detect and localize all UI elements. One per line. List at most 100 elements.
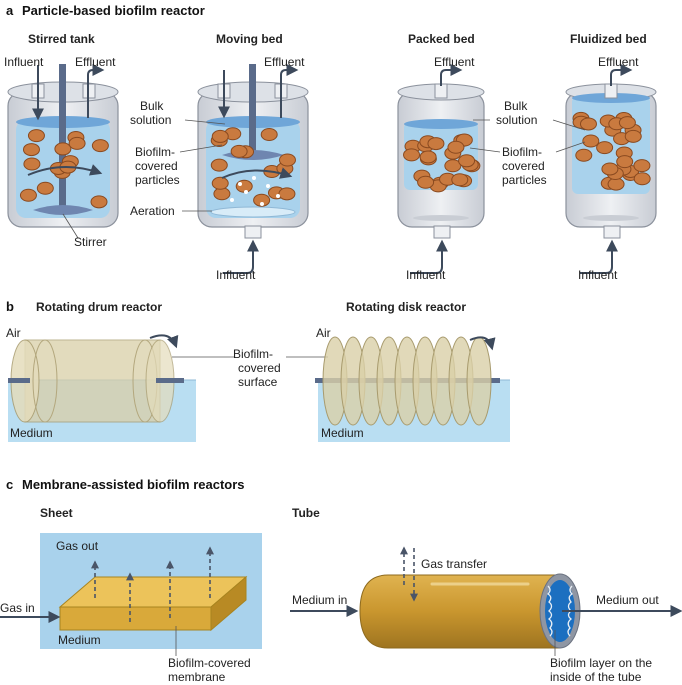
biofilm-particle — [253, 193, 271, 207]
disk-air-label: Air — [316, 326, 331, 340]
membrane-label-2: membrane — [168, 670, 226, 684]
fluidized-bulk-label-1: Bulk — [504, 99, 528, 113]
packed-bed-title: Packed bed — [408, 32, 475, 46]
drum-air-label: Air — [6, 326, 21, 340]
stirred-tank-reactor: Stirred tank Influent Effluent Stirrer — [4, 32, 119, 249]
biofilm-particle — [211, 176, 229, 190]
aeration-bubble — [230, 198, 234, 202]
biofilm-particle — [36, 181, 54, 195]
biofilm-particle — [27, 129, 45, 143]
surface-label-2: covered — [238, 361, 281, 375]
fluidized-effluent-label: Effluent — [598, 55, 639, 69]
moving-bed-reactor: Moving bed Effluent Influent Bulk soluti… — [130, 32, 309, 282]
biofilm-particle — [633, 172, 651, 186]
rotating-drum-reactor: Rotating drum reactor Air Medium — [6, 300, 196, 442]
fluidized-bed-reactor: Fluidized bed Effluent Influent Bulk sol… — [469, 32, 657, 282]
packed-bed-reactor: Packed bed Effluent Influent — [397, 32, 485, 282]
medium-in-label: Medium in — [292, 593, 347, 607]
biofilm-particle — [23, 157, 41, 171]
biofilm-particle — [633, 159, 651, 173]
biofilm-particle — [444, 159, 462, 173]
tube-title: Tube — [292, 506, 320, 520]
aeration-bubble — [238, 182, 242, 186]
section-letter-b: b — [6, 299, 14, 314]
biofilm-particle — [211, 129, 229, 143]
biofilm-particle — [579, 117, 597, 131]
stirred-influent-label: Influent — [4, 55, 44, 69]
biofilm-particle — [278, 153, 296, 167]
biofilm-particle — [451, 173, 469, 187]
biofilm-particle — [427, 137, 445, 151]
biofilm-particle — [22, 143, 40, 157]
biofilm-particle — [458, 154, 476, 168]
fluidized-bulk-label-2: solution — [496, 113, 537, 127]
rotating-disk-reactor: Rotating disk reactor Air Medium — [315, 300, 510, 442]
fluidized-particles-label-2: covered — [502, 159, 545, 173]
biofilm-particle — [575, 148, 593, 162]
fluidized-particles-label-1: Biofilm- — [502, 145, 542, 159]
packed-effluent-label: Effluent — [434, 55, 475, 69]
biofilm-particle — [90, 195, 108, 209]
biofilm-particle — [618, 116, 636, 130]
biofilm-particle — [447, 140, 465, 154]
moving-bed-title: Moving bed — [216, 32, 283, 46]
medium-out-label: Medium out — [596, 593, 659, 607]
biofilm-particle — [616, 155, 634, 169]
aeration-bubble — [260, 202, 264, 206]
moving-bulk-label-1: Bulk — [140, 99, 164, 113]
aeration-bubble — [244, 190, 248, 194]
aeration-label: Aeration — [130, 204, 175, 218]
drum-title: Rotating drum reactor — [36, 300, 162, 314]
biofilm-particle — [235, 179, 253, 193]
gas-out-label: Gas out — [56, 539, 99, 553]
biofilm-particle — [68, 136, 86, 150]
section-title-a: Particle-based biofilm reactor — [22, 3, 205, 18]
sheet-title: Sheet — [40, 506, 73, 520]
biofilm-particle — [230, 144, 248, 158]
gas-in-label: Gas in — [0, 601, 35, 615]
fluidized-bed-title: Fluidized bed — [570, 32, 647, 46]
section-letter-c: c — [6, 477, 13, 492]
moving-bulk-label-2: solution — [130, 113, 171, 127]
fluidized-influent-label: Influent — [578, 268, 618, 282]
biofilm-particle — [624, 129, 642, 143]
stirred-effluent-label: Effluent — [75, 55, 116, 69]
surface-label-1: Biofilm- — [233, 347, 273, 361]
aeration-bubble — [266, 184, 270, 188]
tube-reactor: Tube Gas transfer Medium in Medium out B… — [290, 506, 682, 684]
moving-particles-label-3: particles — [135, 173, 180, 187]
gas-transfer-label: Gas transfer — [421, 557, 487, 571]
disk-medium-label: Medium — [321, 426, 364, 440]
section-title-c: Membrane-assisted biofilm reactors — [22, 477, 245, 492]
aeration-bubble — [276, 194, 280, 198]
membrane-label-1: Biofilm-covered — [168, 656, 251, 670]
moving-particles-label-2: covered — [135, 159, 178, 173]
stirrer-label: Stirrer — [74, 235, 107, 249]
biofilm-particle — [601, 162, 619, 176]
biofilm-layer-label-2: inside of the tube — [550, 670, 642, 684]
biofilm-surface-callout: Biofilm- covered surface — [172, 347, 328, 389]
biofilm-particle — [91, 139, 109, 153]
biofilm-particle — [596, 141, 614, 155]
biofilm-layer-label-1: Biofilm layer on the — [550, 656, 652, 670]
biofilm-particle — [582, 134, 600, 148]
drum-medium-label: Medium — [10, 426, 53, 440]
sheet-medium-label: Medium — [58, 633, 101, 647]
moving-influent-label: Influent — [216, 268, 256, 282]
biofilm-particle — [419, 150, 437, 164]
stirred-tank-title: Stirred tank — [28, 32, 95, 46]
biofilm-particle — [403, 148, 421, 162]
sheet-reactor: Sheet Gas out Gas in Medium Biofilm-cove… — [0, 506, 262, 684]
biofilm-particle — [19, 188, 37, 202]
rotating-disk — [466, 336, 492, 426]
disk-title: Rotating disk reactor — [346, 300, 466, 314]
moving-effluent-label: Effluent — [264, 55, 305, 69]
biofilm-particle — [54, 142, 72, 156]
section-letter-a: a — [6, 3, 14, 18]
biofilm-particle — [210, 158, 228, 172]
aeration-bubble — [252, 176, 256, 180]
packed-influent-label: Influent — [406, 268, 446, 282]
biofilm-particle — [417, 175, 435, 189]
moving-particles-label-1: Biofilm- — [135, 145, 175, 159]
